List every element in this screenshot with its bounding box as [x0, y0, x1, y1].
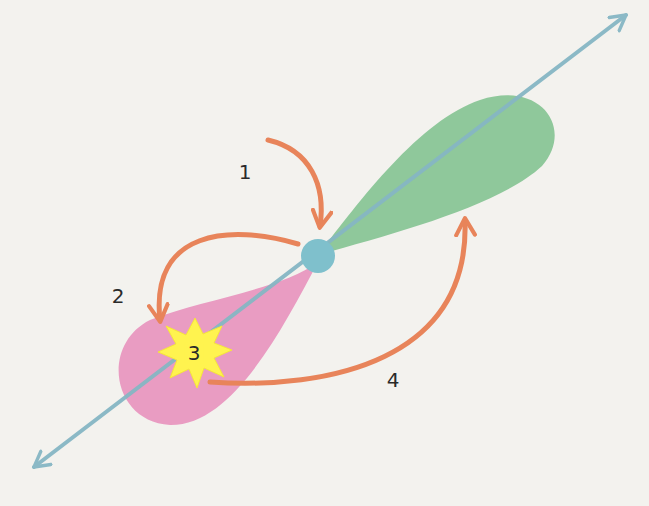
callout-number: 1 [239, 162, 252, 182]
green-lobe [318, 95, 555, 255]
axis [34, 15, 626, 467]
callout-number: 3 [185, 342, 204, 364]
callout-number: 2 [112, 286, 125, 306]
arrow-1 [268, 140, 321, 226]
burst-star [158, 318, 232, 388]
pink-lobe [119, 262, 318, 425]
nucleus-dot [301, 239, 335, 273]
arrow-4 [210, 220, 465, 383]
arrow-2 [159, 235, 298, 320]
callout-number: 4 [387, 370, 400, 390]
